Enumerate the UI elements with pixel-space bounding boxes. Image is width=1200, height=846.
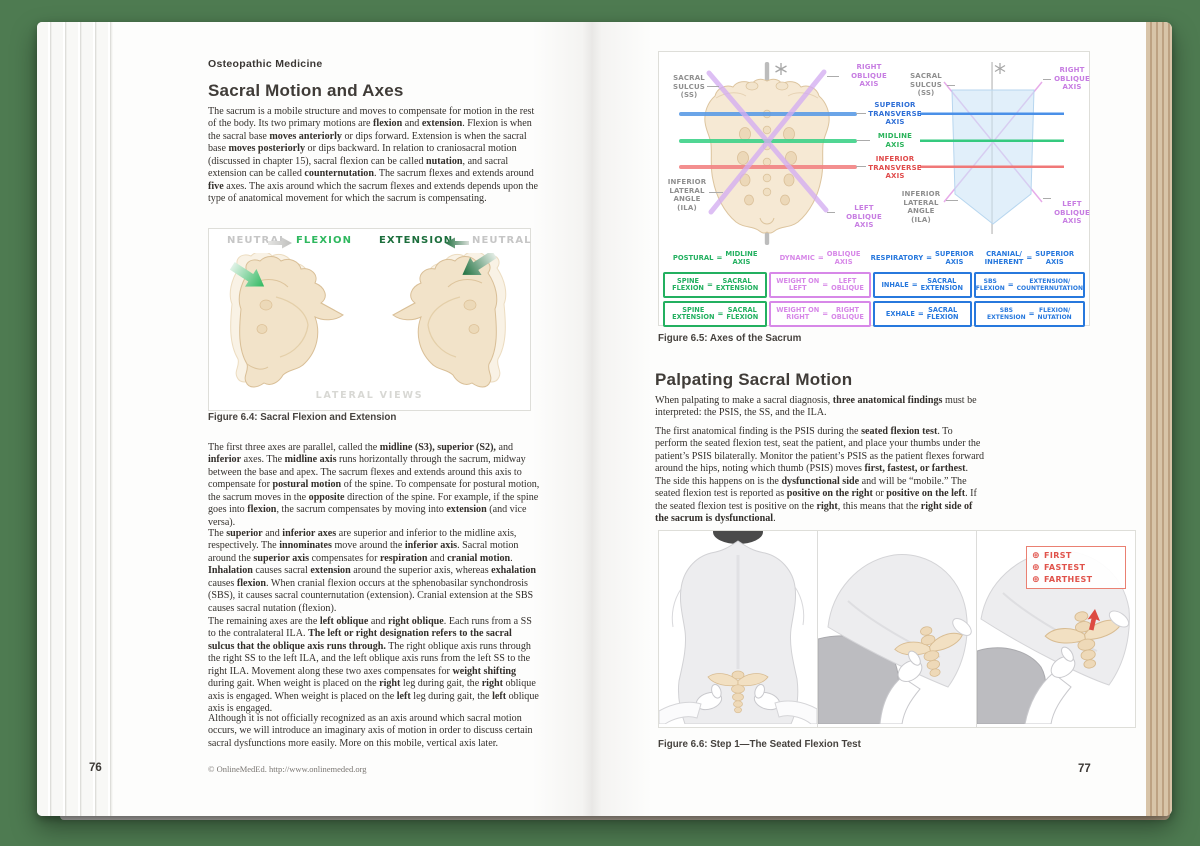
midline-axis-label: MIDLINE AXIS [877, 132, 913, 149]
paragraph: The first anatomical finding is the PSIS… [655, 426, 985, 525]
table-row: INHALE = SACRAL EXTENSION [872, 272, 972, 298]
paragraph: The remaining axes are the left oblique … [208, 616, 539, 715]
page-stack-right-edge [1146, 22, 1172, 816]
examiner-hand [897, 650, 923, 682]
leader-line [946, 200, 958, 201]
sacral-sulcus-label-left: SACRAL SULCUS (SS) [673, 74, 705, 100]
open-book-pages: Osteopathic Medicine Sacral Motion and A… [37, 22, 1172, 816]
page-title: Sacral Motion and Axes [208, 81, 404, 100]
leader-line [827, 212, 835, 213]
leader-line [947, 85, 955, 86]
leader-line [827, 76, 839, 77]
paragraph: The first three axes are parallel, calle… [208, 442, 540, 528]
page-stack-left-edge [37, 22, 113, 816]
axes-summary-table: POSTURAL = MIDLINE AXIS SPINE FLEXION = … [663, 248, 1085, 327]
circled-plus-icon: ⊕ [1032, 562, 1040, 573]
panel-seated-back-view [659, 531, 818, 727]
flexion-label: FLEXION [296, 235, 353, 246]
table-row: SBS EXTENSION = FLEXION/ NUTATION [973, 301, 1085, 327]
examiner-left-hand [695, 683, 723, 711]
sacrum-lateral-flexion-illustration [229, 253, 344, 388]
leader-line [856, 166, 866, 167]
page-number-right: 77 [1078, 763, 1091, 775]
extension-force-arrow-icon [462, 253, 497, 275]
running-head: Osteopathic Medicine [208, 58, 323, 70]
figure-6-5: SACRAL SULCUS (SS) INFERIOR LATERAL ANGL… [658, 51, 1090, 327]
table-column-respiratory: RESPIRATORY = SUPERIOR AXIS INHALE = SAC… [870, 248, 974, 327]
leader-line [707, 86, 719, 87]
table-row: SPINE EXTENSION = SACRAL FLEXION [663, 301, 768, 327]
asterisk-icon [775, 63, 787, 75]
paragraph: When palpating to make a sacral diagnosi… [655, 395, 977, 419]
leader-line [856, 113, 866, 114]
copyright-line: © OnlineMedEd. http://www.onlinemeded.or… [208, 764, 367, 774]
page-title-right: Palpating Sacral Motion [655, 370, 853, 389]
seated-patient-back-illustration [659, 531, 817, 724]
left-oblique-axis-label-left: LEFT OBLIQUE AXIS [846, 204, 882, 230]
table-header: CRANIAL/ INHERENT = SUPERIOR AXIS [984, 250, 1075, 266]
panel-flexed-forward [818, 531, 977, 727]
extension-label: EXTENSION [379, 235, 454, 246]
annotation-farthest: ⊕ FARTHEST [1032, 574, 1093, 585]
table-row: SBS FLEXION = EXTENSION/ COUNTERNUTATION [973, 272, 1085, 298]
table-column-dynamic: DYNAMIC = OBLIQUE AXIS WEIGHT ON LEFT = … [769, 248, 871, 327]
table-column-cranial: CRANIAL/ INHERENT = SUPERIOR AXIS SBS FL… [973, 248, 1085, 327]
annotation-first: ⊕ FIRST [1032, 550, 1072, 561]
left-oblique-axis-label-right: LEFT OBLIQUE AXIS [1054, 200, 1090, 226]
ila-label-left: INFERIOR LATERAL ANGLE (ILA) [667, 178, 707, 212]
annotation-box: ⊕ FIRST ⊕ FASTEST ⊕ FARTHEST [1026, 546, 1126, 589]
paragraph: The sacrum is a mobile structure and mov… [208, 106, 539, 205]
annotation-fastest: ⊕ FASTEST [1032, 562, 1086, 573]
figure-6-6-caption: Figure 6.6: Step 1—The Seated Flexion Te… [658, 739, 861, 750]
table-row: SPINE FLEXION = SACRAL EXTENSION [663, 272, 768, 298]
table-header: POSTURAL = MIDLINE AXIS [672, 250, 758, 266]
inferior-transverse-axis-label: INFERIOR TRANSVERSE AXIS [868, 155, 922, 181]
leader-line [709, 192, 723, 193]
table-row: WEIGHT ON RIGHT = RIGHT OBLIQUE [769, 301, 871, 327]
page-number-left: 76 [89, 762, 102, 774]
leader-line [1043, 79, 1051, 80]
circled-plus-icon: ⊕ [1032, 574, 1040, 585]
sacral-sulcus-label-right: SACRAL SULCUS (SS) [910, 72, 942, 98]
examiner-right-hand [753, 683, 781, 711]
book-bottom-page-edges [60, 812, 1170, 820]
examiner-hand [1050, 646, 1076, 678]
sacrum-posterior-diagram [679, 62, 857, 245]
sacrum-schematic-diagram [920, 62, 1064, 234]
table-column-postural: POSTURAL = MIDLINE AXIS SPINE FLEXION = … [663, 248, 768, 327]
leader-line [856, 140, 870, 141]
flexion-force-arrow-icon [229, 262, 265, 287]
neutral-label-left: NEUTRAL [227, 235, 287, 246]
ila-label-right: INFERIOR LATERAL ANGLE (ILA) [901, 190, 941, 224]
extension-arrow-icon [445, 237, 469, 249]
asterisk-icon [994, 63, 1006, 74]
superior-transverse-axis-label: SUPERIOR TRANSVERSE AXIS [868, 101, 922, 127]
figure-6-5-caption: Figure 6.5: Axes of the Sacrum [658, 333, 802, 344]
lateral-views-label: LATERAL VIEWS [315, 390, 424, 401]
neutral-label-right: NEUTRAL [472, 235, 532, 246]
figure-6-4: NEUTRAL FLEXION EXTENSION NEUTRAL [208, 228, 531, 411]
table-header: DYNAMIC = OBLIQUE AXIS [779, 250, 861, 266]
flexed-patient-illustration [818, 554, 972, 724]
paragraph: Although it is not officially recognized… [208, 713, 533, 749]
psis-motion-arrow-icon [1087, 609, 1100, 631]
right-oblique-axis-label-left: RIGHT OBLIQUE AXIS [851, 63, 887, 89]
table-row: WEIGHT ON LEFT = LEFT OBLIQUE [769, 272, 871, 298]
sacrum-lateral-extension-illustration [392, 253, 507, 388]
book-gutter-shadow [532, 22, 652, 816]
leader-line [1043, 198, 1051, 199]
figure-6-6: ⊕ FIRST ⊕ FASTEST ⊕ FARTHEST [658, 530, 1136, 728]
table-row: EXHALE = SACRAL FLEXION [872, 301, 972, 327]
right-oblique-axis-label-right: RIGHT OBLIQUE AXIS [1054, 66, 1090, 92]
circled-plus-icon: ⊕ [1032, 550, 1040, 561]
flexion-arrow-icon [268, 237, 292, 249]
table-header: RESPIRATORY = SUPERIOR AXIS [870, 250, 974, 266]
figure-6-4-caption: Figure 6.4: Sacral Flexion and Extension [208, 412, 397, 423]
paragraph: The superior and inferior axes are super… [208, 528, 537, 614]
